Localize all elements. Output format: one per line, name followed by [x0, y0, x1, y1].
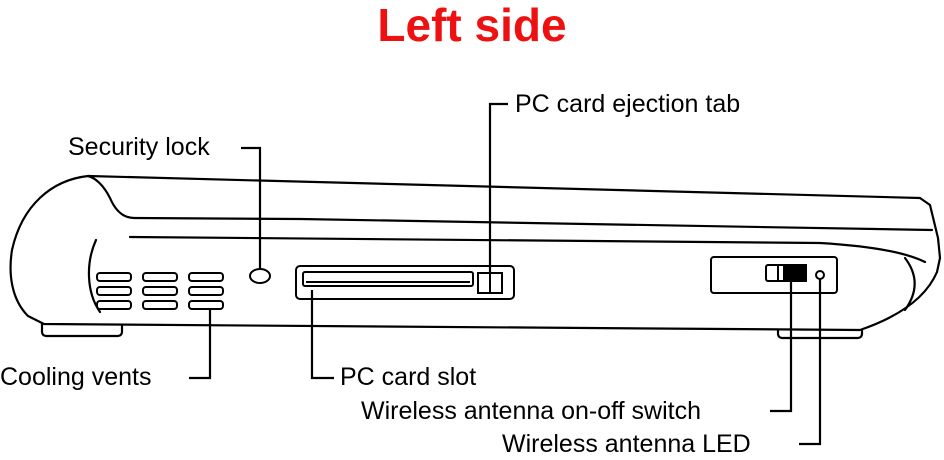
wireless-panel — [710, 256, 838, 294]
laptop-body-outline — [9, 174, 942, 332]
label-wireless-led: Wireless antenna LED — [502, 430, 751, 458]
label-pc-card-ejection-tab: PC card ejection tab — [515, 90, 741, 118]
lid-edge — [86, 174, 934, 232]
diagram-title: Left side — [377, 0, 567, 51]
leader-ejection-tab — [488, 102, 508, 272]
label-cooling-vents: Cooling vents — [0, 363, 152, 391]
leader-wireless-switch — [770, 281, 793, 413]
label-security-lock: Security lock — [68, 133, 210, 161]
leader-cooling-vents — [189, 309, 212, 380]
pc-card-slot — [295, 265, 515, 300]
front-bevel — [903, 256, 916, 312]
leader-pc-card-slot — [310, 290, 334, 380]
leader-security-lock — [241, 146, 262, 270]
cooling-vents — [96, 272, 224, 310]
label-wireless-switch: Wireless antenna on-off switch — [361, 397, 701, 425]
wireless-led — [815, 270, 825, 280]
base-seam — [128, 235, 927, 264]
security-lock-slot — [249, 268, 271, 284]
leader-wireless-led — [799, 279, 822, 446]
label-pc-card-slot: PC card slot — [340, 363, 477, 391]
